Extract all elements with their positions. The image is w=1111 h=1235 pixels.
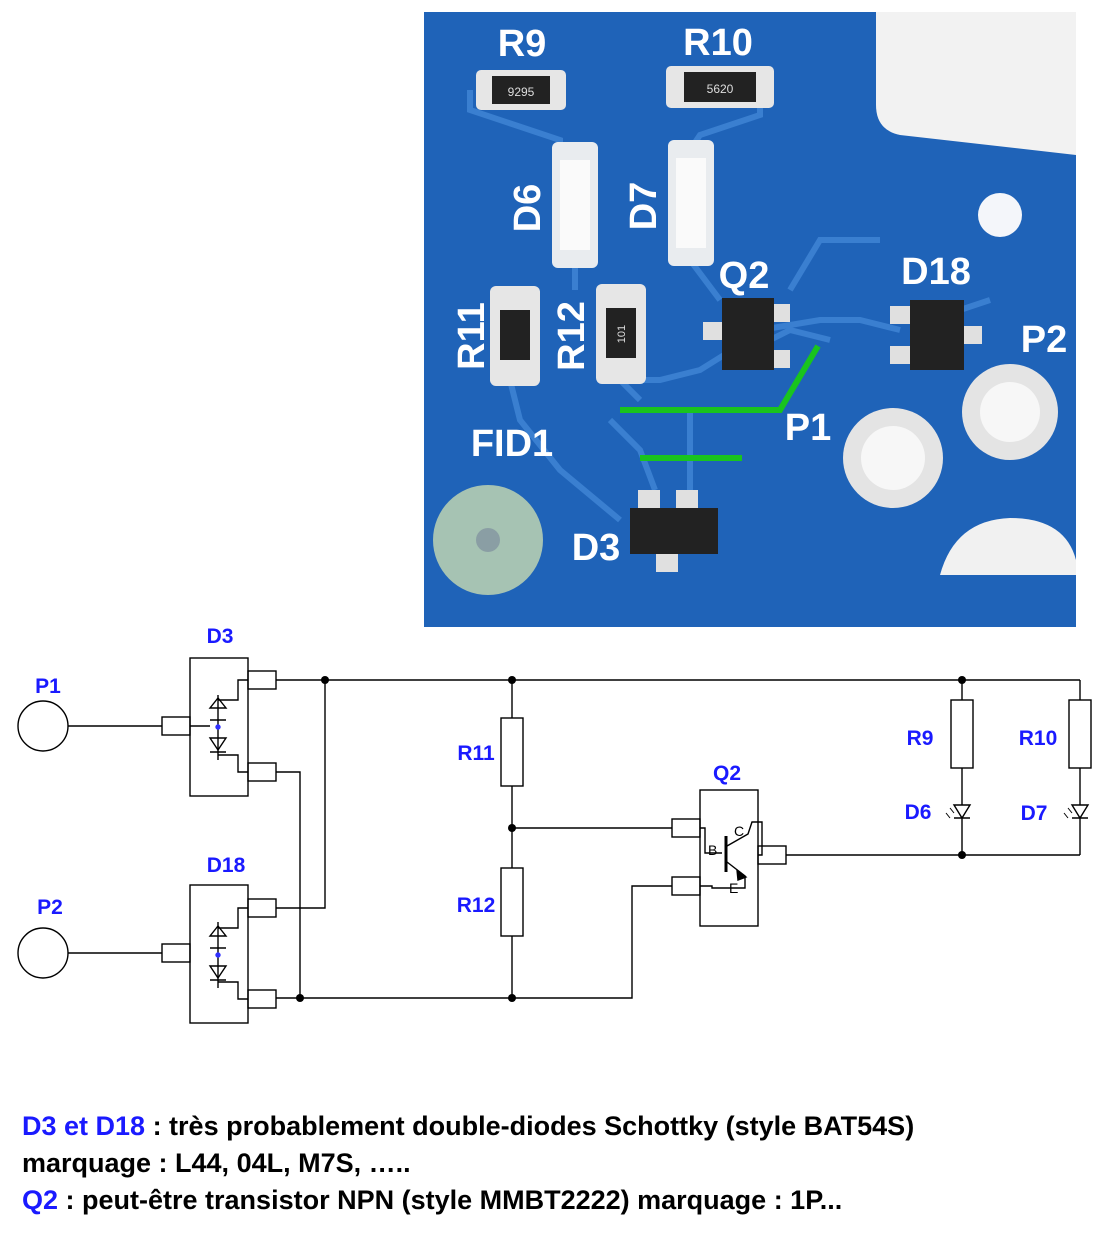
svg-text:9295: 9295 bbox=[508, 85, 535, 99]
p1-connector bbox=[17, 700, 69, 752]
r10-resistor: 5620 bbox=[666, 66, 774, 108]
note-line-2: marquage : L44, 04L, M7S, ….. bbox=[22, 1148, 411, 1178]
q2-transistor bbox=[703, 298, 790, 370]
label-r12: R12 bbox=[457, 894, 496, 917]
silk-r11: R11 bbox=[451, 302, 493, 370]
d7-symbol bbox=[1070, 804, 1090, 820]
q2-package bbox=[699, 789, 759, 927]
d3-package bbox=[189, 657, 249, 797]
r10-symbol bbox=[1068, 699, 1092, 769]
label-r11: R11 bbox=[457, 742, 495, 765]
label-r9: R9 bbox=[907, 727, 934, 750]
note-line-1: D3 et D18 : très probablement double-dio… bbox=[22, 1111, 914, 1141]
label-d6: D6 bbox=[905, 801, 932, 824]
note-text-2: marquage : L44, 04L, M7S, ….. bbox=[22, 1148, 411, 1178]
svg-text:5620: 5620 bbox=[707, 82, 734, 96]
silk-d7: D7 bbox=[623, 182, 665, 231]
label-p1: P1 bbox=[35, 675, 61, 698]
d7-led bbox=[668, 140, 714, 266]
label-d18: D18 bbox=[207, 854, 246, 877]
note-ref-d3-d18: D3 et D18 bbox=[22, 1111, 146, 1141]
note-text-1: : très probablement double-diodes Schott… bbox=[145, 1111, 915, 1141]
silk-r12: R12 bbox=[551, 301, 593, 371]
note-ref-q2: Q2 bbox=[22, 1185, 59, 1215]
junction-dots bbox=[296, 676, 966, 1002]
label-q2: Q2 bbox=[713, 762, 741, 785]
silk-p2: P2 bbox=[1021, 319, 1067, 361]
pin-c: C bbox=[734, 823, 744, 839]
svg-text:101: 101 bbox=[616, 325, 628, 343]
r11-resistor bbox=[490, 286, 540, 386]
d6-symbol bbox=[952, 804, 972, 820]
board-cutout bbox=[876, 12, 1076, 155]
silk-d3: D3 bbox=[572, 527, 621, 569]
silk-fid1: FID1 bbox=[471, 423, 553, 465]
p2-connector bbox=[17, 927, 69, 979]
overlay-lines bbox=[620, 344, 821, 461]
d18-diode bbox=[890, 300, 982, 370]
d6-led bbox=[552, 142, 598, 268]
pin-b: B bbox=[708, 842, 717, 858]
d3-diode bbox=[630, 490, 718, 572]
r12-resistor: 101 bbox=[596, 284, 646, 384]
silk-r9: R9 bbox=[498, 23, 547, 65]
silk-q2: Q2 bbox=[719, 255, 770, 297]
partial-pad bbox=[940, 518, 1076, 575]
silk-r10: R10 bbox=[683, 22, 753, 64]
label-p2: P2 bbox=[37, 896, 63, 919]
r11-symbol bbox=[500, 717, 524, 787]
pcb-photo: 9295 5620 101 bbox=[424, 12, 1076, 627]
silk-d6: D6 bbox=[507, 184, 549, 233]
r12-symbol bbox=[500, 867, 524, 937]
note-text-3: : peut-être transistor NPN (style MMBT22… bbox=[58, 1185, 843, 1215]
label-d7: D7 bbox=[1021, 802, 1048, 825]
silk-d18: D18 bbox=[901, 251, 971, 293]
label-r10: R10 bbox=[1019, 727, 1058, 750]
silk-p1: P1 bbox=[785, 407, 831, 449]
note-line-3: Q2 : peut-être transistor NPN (style MMB… bbox=[22, 1185, 842, 1215]
d18-package bbox=[189, 884, 249, 1024]
r9-resistor: 9295 bbox=[476, 70, 566, 110]
pin-e: E bbox=[729, 880, 738, 896]
mounting-hole bbox=[978, 193, 1022, 237]
r9-symbol bbox=[950, 699, 974, 769]
